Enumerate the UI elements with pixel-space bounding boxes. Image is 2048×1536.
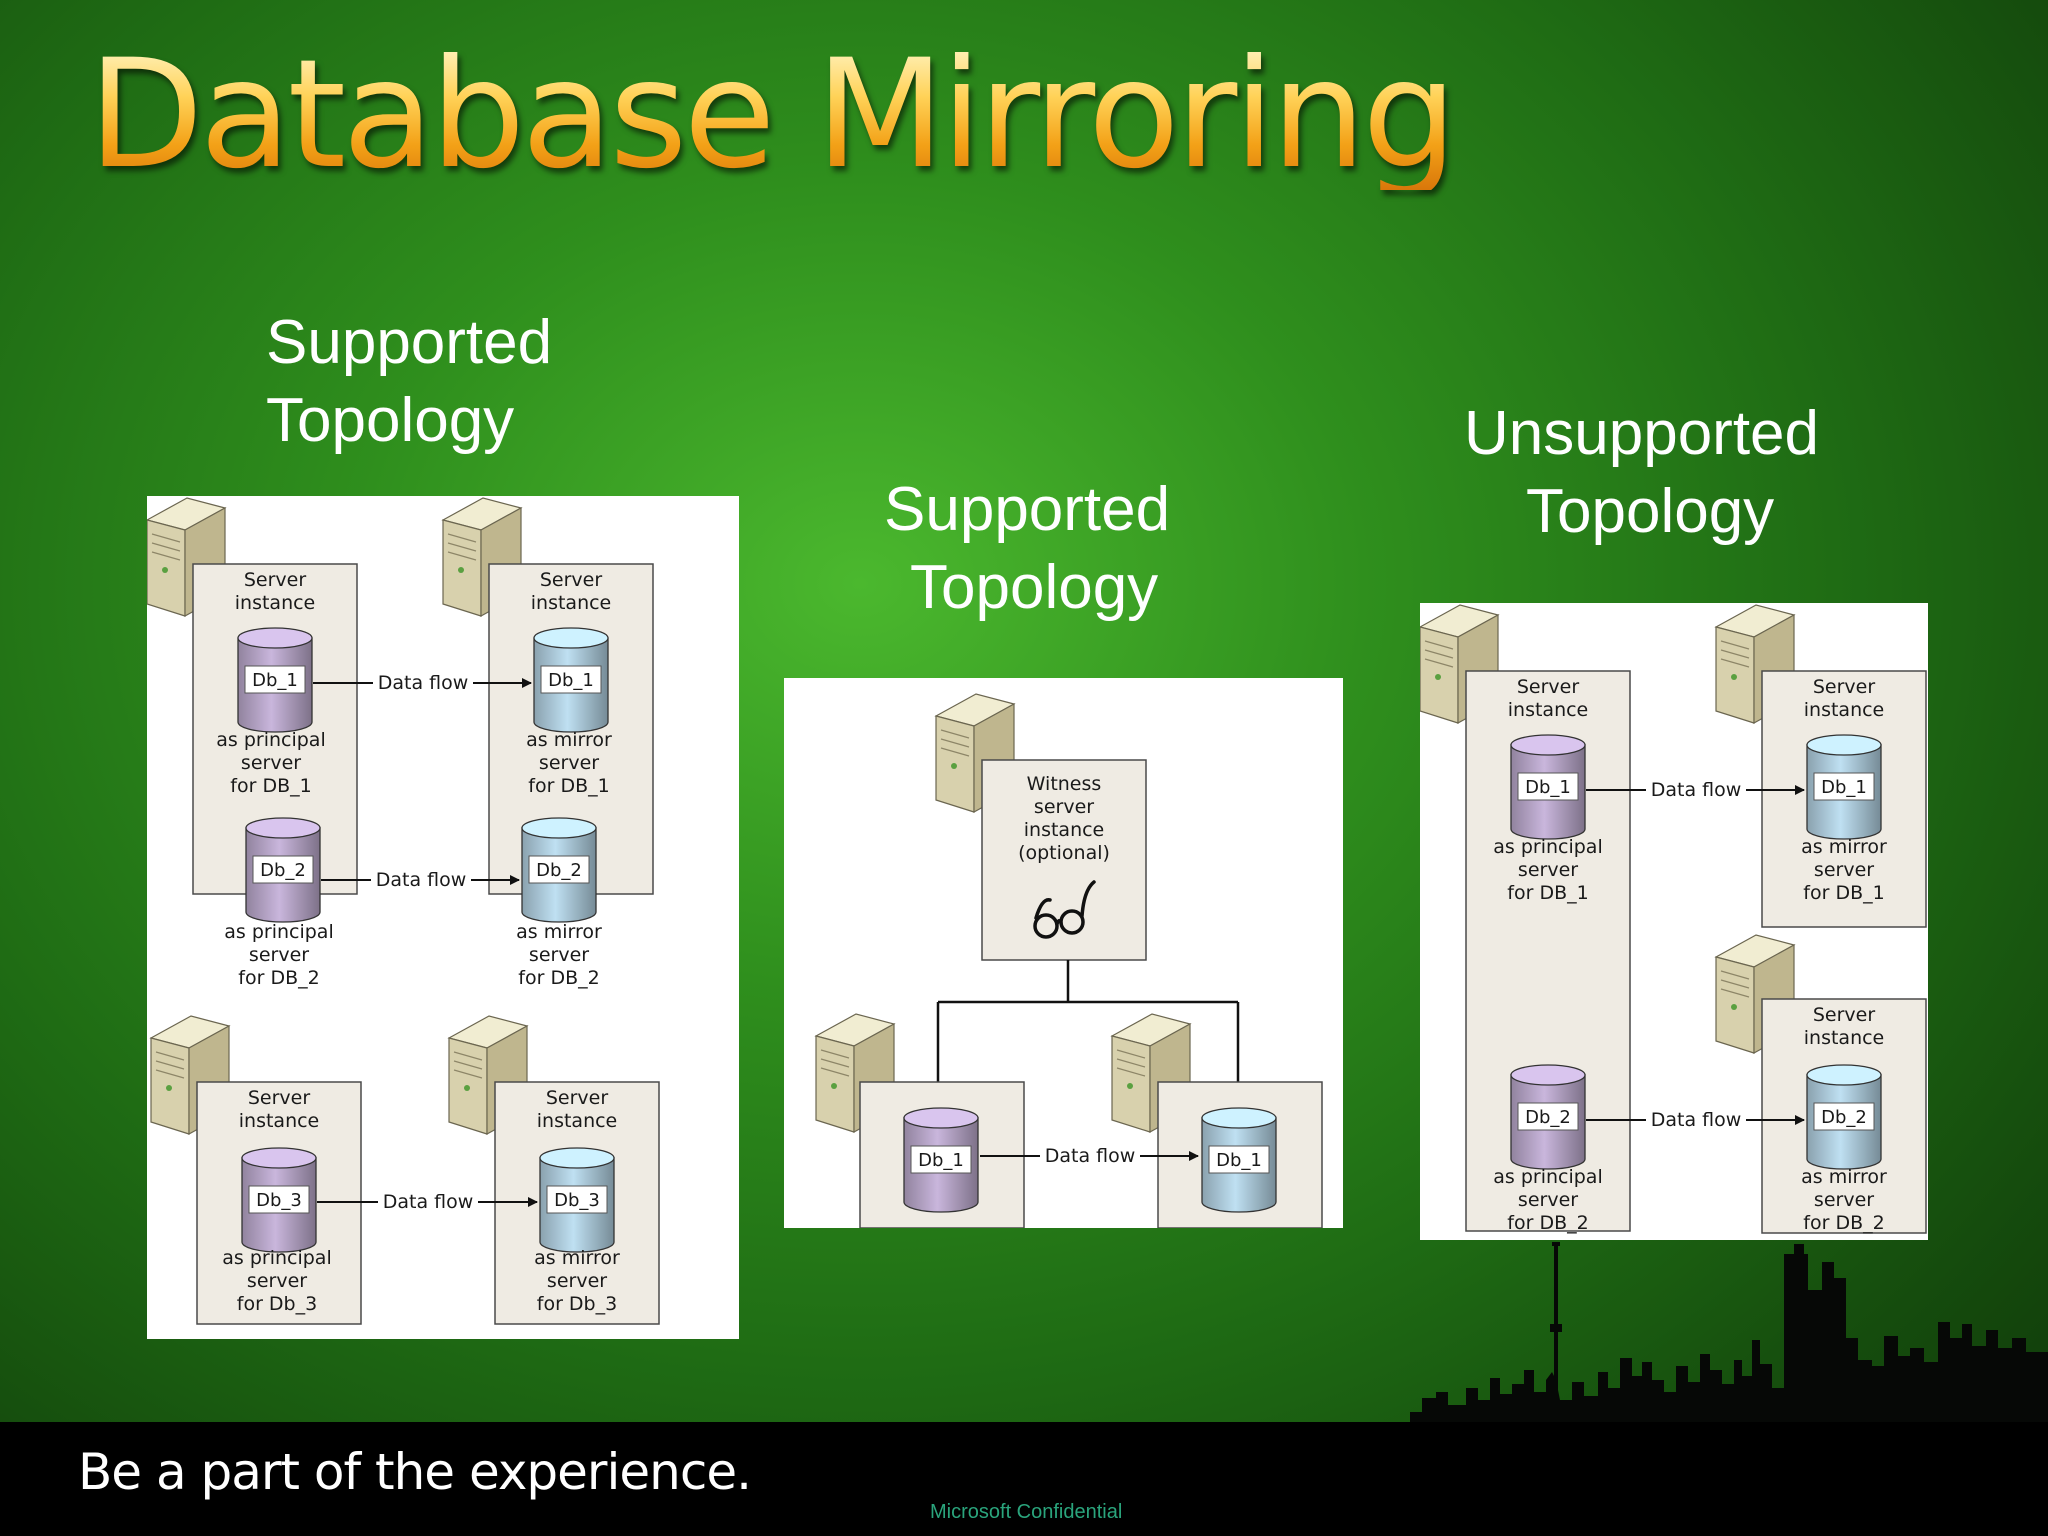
mirror-database-cylinder: Db_2 [521, 817, 597, 923]
database-label: Db_1 [1525, 777, 1571, 798]
database-label: Db_1 [1216, 1150, 1262, 1171]
server-icon [1714, 604, 1796, 725]
confidential-notice: Microsoft Confidential [930, 1501, 1123, 1523]
principal-database-cylinder: Db_2 [1510, 1064, 1586, 1170]
data-flow-label: Data flow [378, 672, 469, 694]
database-label: Db_1 [252, 670, 298, 691]
database-label: Db_2 [260, 860, 306, 881]
slide-title: Database Mirroring [88, 28, 1457, 202]
data-flow-arrow: Data flow [321, 869, 520, 891]
database-label: Db_1 [548, 670, 594, 691]
mirror-database-cylinder: Db_1 [533, 627, 609, 733]
data-flow-label: Data flow [1045, 1145, 1136, 1167]
database-label: Db_1 [1821, 777, 1867, 798]
data-flow-arrow: Data flow [313, 672, 532, 694]
database-label: Db_3 [554, 1190, 600, 1211]
principal-database-cylinder: Db_1 [903, 1107, 979, 1213]
witness-server-instance-box [981, 759, 1147, 961]
principal-database-cylinder: Db_2 [245, 817, 321, 923]
database-label: Db_2 [1525, 1107, 1571, 1128]
data-flow-arrow: Data flow [980, 1145, 1199, 1167]
data-flow-label: Data flow [1651, 1109, 1742, 1131]
database-label: Db_2 [536, 860, 582, 881]
principal-database-cylinder: Db_1 [237, 627, 313, 733]
footer-tagline: Be a part of the experience. [78, 1443, 752, 1501]
database-label: Db_3 [256, 1190, 302, 1211]
data-flow-arrow: Data flow [317, 1191, 538, 1213]
mirror-database-cylinder: Db_1 [1806, 734, 1882, 840]
data-flow-arrow: Data flow [1586, 1109, 1805, 1131]
principal-database-cylinder: Db_3 [241, 1147, 317, 1253]
mirror-database-cylinder: Db_1 [1201, 1107, 1277, 1213]
database-label: Db_1 [918, 1150, 964, 1171]
witness-connector-lines [936, 960, 1240, 1124]
data-flow-arrow: Data flow [1586, 779, 1805, 801]
data-flow-label: Data flow [383, 1191, 474, 1213]
eyeglasses-icon [1033, 880, 1096, 939]
database-label: Db_2 [1821, 1107, 1867, 1128]
mirror-database-cylinder: Db_3 [539, 1147, 615, 1253]
data-flow-label: Data flow [1651, 779, 1742, 801]
principal-database-cylinder: Db_1 [1510, 734, 1586, 840]
mirror-database-cylinder: Db_2 [1806, 1064, 1882, 1170]
data-flow-label: Data flow [376, 869, 467, 891]
footer-band [0, 1422, 2048, 1536]
